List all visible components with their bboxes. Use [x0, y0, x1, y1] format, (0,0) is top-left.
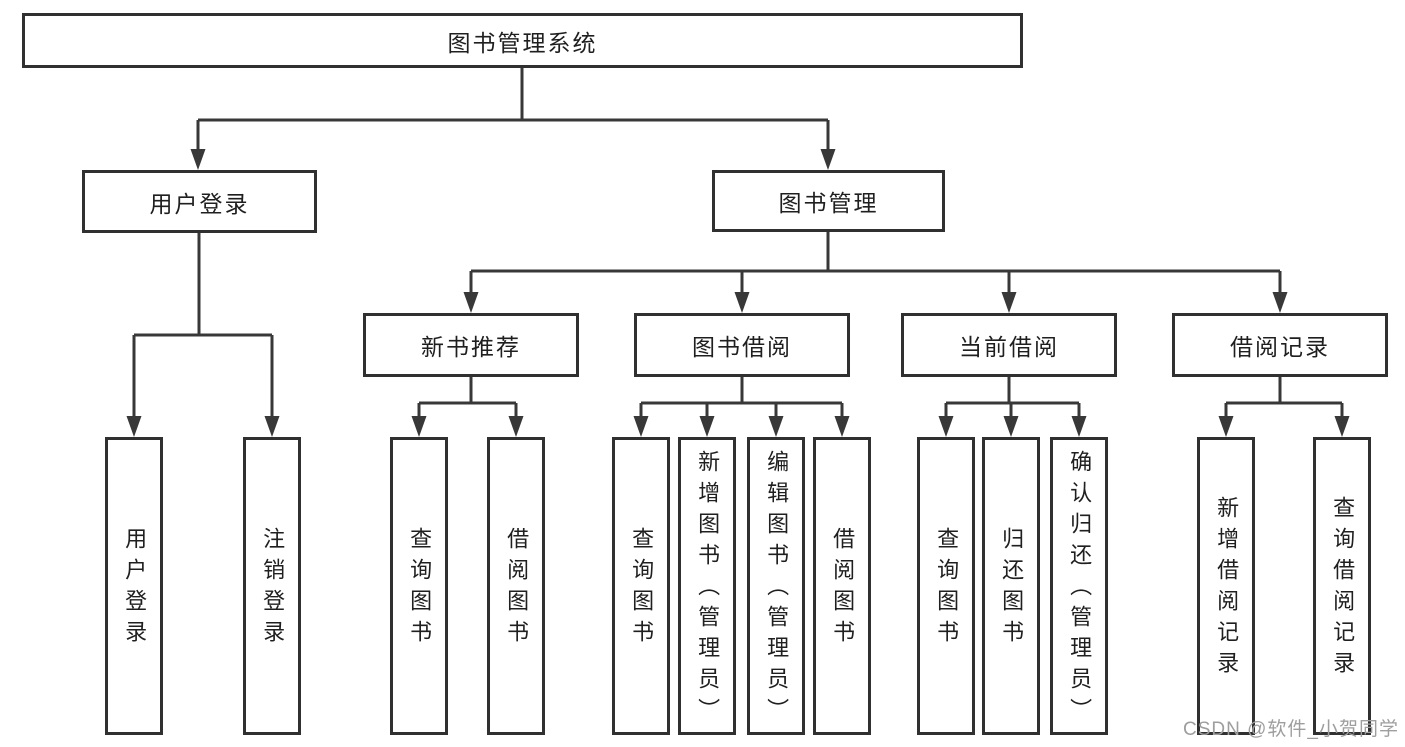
node-label: 图书管理 [778, 190, 879, 216]
node-book-management-branch: 图书管理 [712, 170, 945, 232]
node-label: 借阅记录 [1230, 334, 1330, 360]
leaf-query-book-current: 查询图书 [917, 437, 975, 735]
node-label: 用户登录 [149, 190, 250, 217]
node-label: 归还图书 [999, 527, 1025, 651]
node-label: 用户登录 [122, 527, 148, 651]
node-root-library-system: 图书管理系统 [22, 13, 1023, 68]
leaf-query-borrow-record: 查询借阅记录 [1313, 437, 1371, 735]
leaf-query-book-recommend: 查询图书 [390, 437, 448, 735]
leaf-user-login: 用户登录 [105, 437, 163, 735]
node-label: 查询图书 [629, 527, 655, 651]
node-user-login-branch: 用户登录 [82, 170, 317, 233]
node-label: 注销登录 [260, 527, 286, 651]
node-label: 确认归还（管理员） [1067, 449, 1093, 729]
node-label: 新书推荐 [421, 334, 521, 360]
node-new-book-recommend: 新书推荐 [363, 313, 579, 377]
leaf-return-book: 归还图书 [982, 437, 1040, 735]
leaf-add-borrow-record: 新增借阅记录 [1197, 437, 1255, 735]
node-label: 借阅图书 [504, 527, 530, 651]
node-book-borrow: 图书借阅 [634, 313, 850, 377]
leaf-borrow-book: 借阅图书 [813, 437, 871, 735]
node-label: 新增借阅记录 [1214, 496, 1240, 682]
leaf-add-book-admin: 新增图书（管理员） [678, 437, 736, 735]
node-label: 编辑图书（管理员） [764, 449, 790, 729]
node-label: 图书借阅 [692, 334, 792, 360]
node-current-borrow: 当前借阅 [901, 313, 1117, 377]
node-label: 新增图书（管理员） [695, 449, 721, 729]
leaf-edit-book-admin: 编辑图书（管理员） [747, 437, 805, 735]
node-label: 查询图书 [407, 527, 433, 651]
leaf-confirm-return-admin: 确认归还（管理员） [1050, 437, 1108, 735]
leaf-borrow-book-recommend: 借阅图书 [487, 437, 545, 735]
node-borrow-record: 借阅记录 [1172, 313, 1388, 377]
node-label: 图书管理系统 [447, 29, 598, 56]
node-label: 查询图书 [934, 527, 960, 651]
leaf-query-book-borrow: 查询图书 [612, 437, 670, 735]
csdn-watermark: CSDN @软件_小贺同学 [1183, 719, 1399, 740]
node-label: 当前借阅 [959, 334, 1059, 360]
leaf-logout: 注销登录 [243, 437, 301, 735]
node-label: 查询借阅记录 [1330, 496, 1356, 682]
node-label: 借阅图书 [830, 527, 856, 651]
